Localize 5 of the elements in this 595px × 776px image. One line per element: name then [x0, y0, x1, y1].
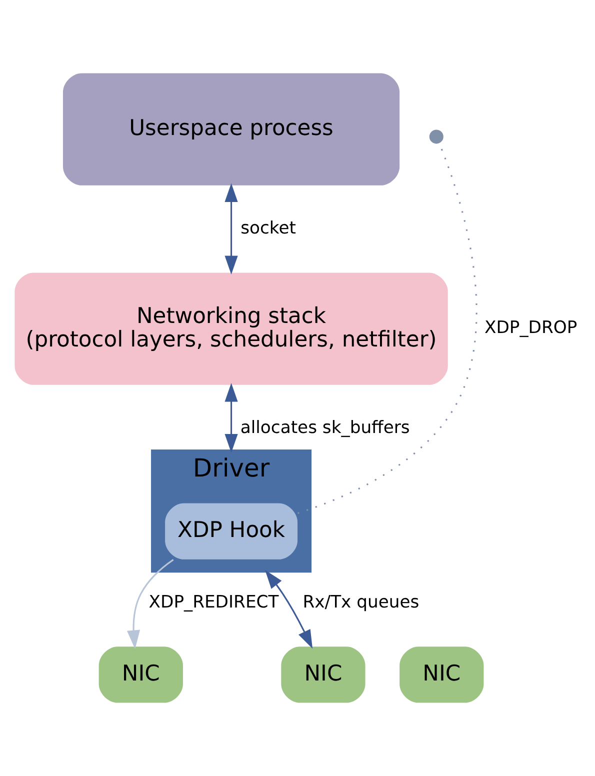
edge-label: XDP_DROP [484, 318, 578, 338]
edge-label: XDP_REDIRECT [148, 592, 279, 612]
edge-label: socket [240, 218, 296, 238]
edge-label: allocates sk_buffers [240, 418, 410, 438]
edge-label: Rx/Tx queues [302, 592, 420, 612]
